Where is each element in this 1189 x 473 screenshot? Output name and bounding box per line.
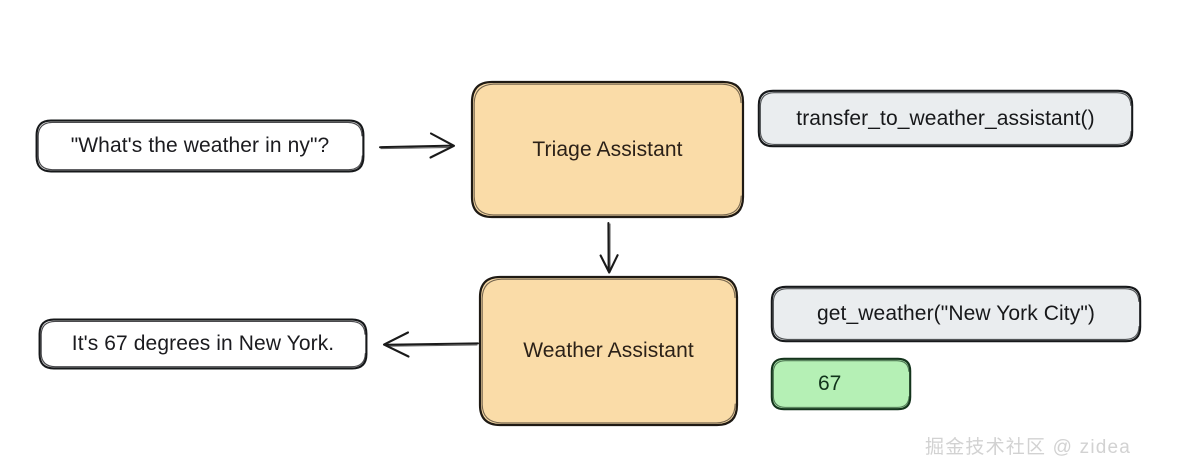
arrow-user-to-triage [379,132,456,159]
watermark: 掘金技术社区 @ zidea [925,437,1132,458]
weather-result-frame [770,357,912,411]
assistant-answer-box[interactable]: It's 67 degrees in New York. [38,318,368,370]
assistant-answer-box-frame [38,318,368,370]
triage-assistant-frame [470,80,745,219]
get-weather-tool-call-box[interactable]: get_weather("New York City") [770,285,1142,343]
user-question-box-frame [35,119,365,173]
weather-assistant-frame [478,275,739,427]
user-question-box[interactable]: "What's the weather in ny"? [35,119,365,173]
weather-assistant-node[interactable]: Weather Assistant [478,275,739,427]
transfer-tool-call-frame [757,89,1134,148]
arrow-weather-to-answer [382,331,479,358]
transfer-tool-call-box[interactable]: transfer_to_weather_assistant() [757,89,1134,148]
triage-assistant-node[interactable]: Triage Assistant [470,80,745,219]
weather-result-box[interactable]: 67 [770,357,912,411]
arrow-triage-to-weather [599,222,619,274]
get-weather-tool-call-frame [770,285,1142,343]
